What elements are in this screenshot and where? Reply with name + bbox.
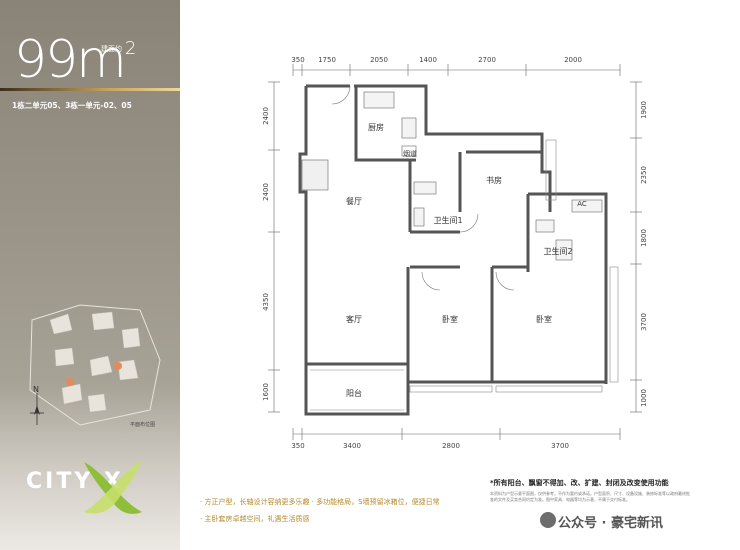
- dim-left-3: 1600: [262, 383, 270, 401]
- site-plan-map: [29, 304, 161, 426]
- room-study: 书房: [486, 175, 502, 185]
- right-dimension-line: [630, 81, 642, 413]
- kitchen-fixtures: [363, 91, 417, 157]
- room-bath1: 卫生间1: [433, 215, 462, 225]
- fridge: [301, 159, 329, 191]
- walls: [298, 84, 608, 416]
- dim-bottom-0: 350: [291, 442, 304, 450]
- dim-top-2: 2050: [370, 56, 388, 64]
- dim-left-1: 2400: [262, 183, 270, 201]
- dim-bottom-1: 3400: [343, 442, 361, 450]
- disclaimer-body: 本资料为户型示意平面图，仅供参考，不作为要约或承诺。户型面积、尺寸、设备设施、装…: [490, 491, 690, 502]
- dim-bottom-2: 2800: [442, 442, 460, 450]
- top-dimension-line: [292, 64, 621, 76]
- north-arrow-icon: [30, 393, 44, 425]
- floor-plan: 350 1750 2050 1400 2700 2000 350 3400 28…: [262, 56, 648, 450]
- dim-right-4: 1000: [640, 389, 648, 407]
- logo-x-icon: [84, 460, 142, 514]
- room-balcony: 阳台: [346, 388, 362, 398]
- area-value: 99m2: [14, 30, 137, 90]
- area-superscript: 2: [124, 38, 137, 59]
- left-panel: 99m2 建面约 1栋二单元05、3栋一单元-02、05 N 平面布位图 CIT…: [0, 0, 180, 550]
- room-living: 客厅: [346, 314, 362, 324]
- dim-right-0: 1900: [640, 101, 648, 119]
- dim-top-0: 350: [291, 56, 304, 64]
- dim-right-1: 2350: [640, 166, 648, 184]
- ac-label: AC: [577, 200, 587, 208]
- gold-divider: [0, 88, 180, 91]
- dim-right-3: 3700: [640, 313, 648, 331]
- wechat-icon: [540, 512, 556, 528]
- dim-left-2: 4350: [262, 293, 270, 311]
- dim-bottom-3: 3700: [551, 442, 569, 450]
- room-kitchen: 厨房: [368, 122, 384, 132]
- room-flue: 烟道: [403, 149, 417, 158]
- dim-top-4: 2700: [478, 56, 496, 64]
- room-bedroom-b: 卧室: [536, 314, 552, 324]
- room-bedroom-a: 卧室: [442, 314, 458, 324]
- units-text: 1栋二单元05、3栋一单元-02、05: [12, 101, 132, 110]
- dim-top-5: 2000: [564, 56, 582, 64]
- disclaimer-title: *所有阳台、飘窗不得加、改、扩建、封闭及改变使用功能: [490, 479, 669, 487]
- north-label: N: [33, 385, 39, 394]
- feature-note-2: · 主卧套房卓越空间，礼遇生活质感: [200, 515, 310, 523]
- dim-left-0: 2400: [262, 107, 270, 125]
- dim-top-3: 1400: [419, 56, 437, 64]
- door-arcs: [331, 85, 515, 291]
- room-dining: 餐厅: [346, 197, 362, 206]
- left-dimension-line: [268, 81, 280, 413]
- dim-top-1: 1750: [318, 56, 336, 64]
- area-number: 99m: [14, 30, 127, 90]
- area-label: 建面约: [101, 45, 122, 53]
- site-plan-label: 平面布位图: [130, 422, 156, 428]
- watermark: 公众号 · 豪宅新讯: [558, 516, 663, 531]
- bath-fixtures: [413, 181, 603, 261]
- window-lines: [310, 139, 619, 411]
- dim-right-2: 1800: [640, 229, 648, 247]
- bottom-dimension-line: [292, 428, 621, 440]
- room-bath2: 卫生间2: [543, 246, 572, 256]
- feature-note-1: · 方正户型，长轴设计容纳更多乐趣 · 多功能格局，S墙预留冰箱位，便捷日常: [200, 498, 440, 506]
